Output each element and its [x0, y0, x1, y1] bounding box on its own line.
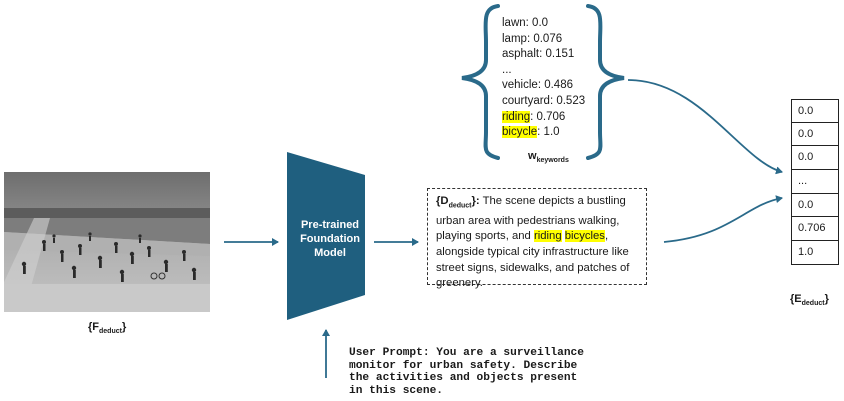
keyword-name: courtyard — [502, 94, 550, 107]
vector-cell: 0.0 — [791, 193, 839, 218]
description-symbol: {Ddeduct}: — [436, 195, 480, 210]
keyword-row: courtyard: 0.523 — [502, 94, 586, 107]
keyword-row: ... — [502, 63, 585, 79]
keyword-row: vehicle: 0.486 — [502, 79, 573, 92]
keywords-weight-label: wkeywords — [528, 150, 569, 165]
vector-cell: 0.0 — [791, 122, 839, 147]
keyword-row: riding: 0.706 — [502, 110, 566, 123]
vector-cell: 0.0 — [791, 99, 839, 123]
keyword-name: ... — [502, 63, 512, 76]
keyword-score: 0.706 — [536, 110, 566, 123]
keyword-score: 0.486 — [544, 79, 573, 92]
highlight-bicycles: bicycles — [564, 230, 605, 243]
keyword-row: lamp: 0.076 — [502, 32, 563, 45]
frame-label: {Fdeduct} — [88, 321, 127, 336]
keyword-score: 0.523 — [556, 94, 586, 107]
keyword-score: 0.0 — [532, 17, 549, 29]
prompt-line: User Prompt: You are a surveillance — [349, 347, 584, 359]
keyword-name: lawn — [502, 17, 526, 29]
foundation-model-label: Pre-trained Foundation Model — [300, 219, 360, 259]
prompt-line: monitor for urban safety. Describe — [349, 359, 578, 372]
keyword-name: bicycle — [502, 126, 538, 139]
keyword-row: bicycle: 1.0 — [502, 126, 560, 139]
output-vector-label: {Ededuct} — [790, 293, 829, 308]
keyword-name: vehicle — [502, 79, 538, 92]
vector-cell: 1.0 — [791, 241, 839, 265]
keyword-row: asphalt: 0.151 — [502, 48, 575, 61]
vector-cell: 0.0 — [791, 146, 839, 171]
vector-cell: 0.706 — [791, 217, 839, 242]
highlight-riding: riding — [533, 230, 562, 243]
keyword-score-list: lawn: 0.0 lamp: 0.076 asphalt: 0.151... veh… — [502, 16, 585, 141]
keyword-score: 0.151 — [545, 48, 575, 61]
arrow-description-to-vector — [663, 195, 783, 243]
vector-cell: ... — [791, 170, 839, 194]
keyword-score: 1.0 — [543, 126, 560, 139]
surveillance-frame-image — [4, 172, 210, 312]
deduction-description-box: {Ddeduct}: The scene depicts a bustling … — [427, 188, 647, 289]
foundation-model-shape — [287, 152, 365, 320]
keyword-score: 0.076 — [533, 32, 563, 45]
prompt-line: the activities and objects present — [349, 372, 578, 385]
keyword-name: riding — [502, 110, 531, 123]
keyword-row: lawn: 0.0 — [502, 17, 549, 29]
keyword-name: lamp — [502, 32, 527, 45]
prompt-line: in this scene. — [349, 384, 443, 397]
left-brace — [461, 4, 500, 160]
arrow-keywords-to-vector — [627, 79, 783, 175]
right-brace — [586, 4, 625, 160]
keyword-name: asphalt — [502, 48, 540, 61]
